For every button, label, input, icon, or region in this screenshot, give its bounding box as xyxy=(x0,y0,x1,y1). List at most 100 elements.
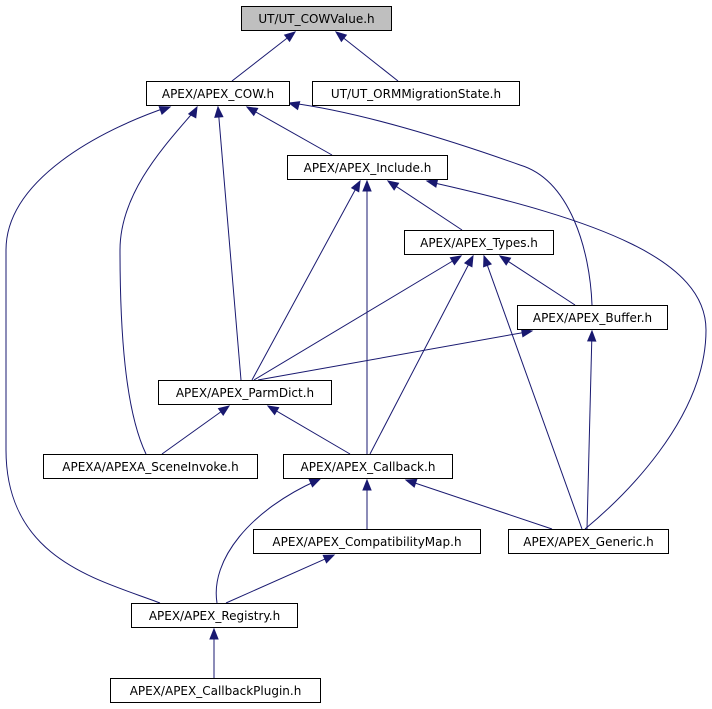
edge-generic-to-types xyxy=(483,254,583,530)
node-box xyxy=(43,454,258,479)
edge-line xyxy=(225,558,326,604)
edge-include-to-cow xyxy=(245,106,333,156)
edge-line xyxy=(414,482,553,530)
edge-callback-to-include xyxy=(362,179,372,454)
arrowhead xyxy=(308,478,322,488)
arrowhead xyxy=(266,405,280,416)
arrowhead xyxy=(483,254,493,268)
node-box xyxy=(158,380,332,405)
arrowhead xyxy=(520,328,534,338)
node-label: APEX/APEX_Types.h xyxy=(420,236,538,250)
node-box xyxy=(110,678,321,703)
edge-registry-to-cow xyxy=(5,106,172,604)
arrowhead xyxy=(217,405,231,416)
edge-parmdict-to-cow xyxy=(214,105,242,381)
node-label: APEX/APEX_Registry.h xyxy=(149,609,280,623)
edges-layer xyxy=(5,31,707,678)
node-label: UT/UT_ORMMigrationState.h xyxy=(331,87,501,101)
edge-orm-to-cowvalue xyxy=(334,31,399,82)
edge-line xyxy=(251,188,357,381)
node-types[interactable]: APEX/APEX_Types.h xyxy=(404,230,554,255)
edge-line xyxy=(218,115,242,381)
arrowhead xyxy=(158,106,172,116)
node-label: APEX/APEX_Buffer.h xyxy=(533,311,652,325)
edge-line xyxy=(253,260,454,381)
edge-line xyxy=(586,339,593,530)
arrowhead xyxy=(498,255,512,266)
node-label: APEX/APEX_CallbackPlugin.h xyxy=(130,684,302,698)
edge-buffer-to-cow xyxy=(287,101,593,306)
arrowhead xyxy=(362,179,372,192)
edge-line xyxy=(369,263,470,455)
arrowhead xyxy=(586,329,597,342)
edge-buffer-to-types xyxy=(498,255,576,306)
edge-generic-to-include xyxy=(425,178,707,530)
node-box xyxy=(517,305,668,330)
arrowhead xyxy=(209,627,219,640)
node-parmdict[interactable]: APEX/APEX_ParmDict.h xyxy=(158,380,332,405)
node-box xyxy=(283,454,453,479)
edge-parmdict-to-types xyxy=(253,255,463,381)
arrowhead xyxy=(187,105,198,119)
node-box xyxy=(131,603,298,628)
arrowhead xyxy=(287,101,301,111)
edge-sceneinvoke-to-cow xyxy=(119,105,198,455)
node-include[interactable]: APEX/APEX_Include.h xyxy=(287,155,448,180)
node-label: APEX/APEX_Include.h xyxy=(304,161,432,175)
edge-line xyxy=(342,37,399,82)
edge-line xyxy=(257,332,524,381)
edge-cow-to-cowvalue xyxy=(231,31,297,82)
node-orm[interactable]: UT/UT_ORMMigrationState.h xyxy=(312,81,520,106)
arrowhead xyxy=(283,31,297,43)
node-callback[interactable]: APEX/APEX_Callback.h xyxy=(283,454,453,479)
edge-line xyxy=(395,185,463,231)
edge-line xyxy=(5,106,169,604)
node-generic[interactable]: APEX/APEX_Generic.h xyxy=(508,529,669,554)
node-box xyxy=(287,155,448,180)
edge-registry-to-callback xyxy=(215,478,322,604)
node-box xyxy=(312,81,520,106)
arrowhead xyxy=(449,255,463,266)
node-label: UT/UT_COWValue.h xyxy=(258,12,374,26)
node-label: APEX/APEX_ParmDict.h xyxy=(176,386,314,400)
edge-line xyxy=(290,102,593,306)
node-compat[interactable]: APEX/APEX_CompatibilityMap.h xyxy=(253,529,481,554)
node-box xyxy=(146,81,290,106)
node-registry[interactable]: APEX/APEX_Registry.h xyxy=(131,603,298,628)
node-label: APEX/APEX_Generic.h xyxy=(523,535,654,549)
edge-types-to-include xyxy=(386,180,463,231)
edge-line xyxy=(231,37,289,82)
arrowhead xyxy=(362,478,372,491)
arrowhead xyxy=(350,179,361,193)
node-box xyxy=(404,230,554,255)
edge-line xyxy=(275,410,351,455)
edge-callback-to-types xyxy=(369,254,474,455)
arrowhead xyxy=(214,105,224,118)
node-cow[interactable]: APEX/APEX_COW.h xyxy=(146,81,290,106)
node-box xyxy=(241,6,392,31)
node-label: APEXA/APEXA_SceneInvoke.h xyxy=(62,460,238,474)
edge-compat-to-callback xyxy=(362,478,372,529)
edge-line xyxy=(429,181,707,530)
arrowhead xyxy=(245,106,259,117)
node-label: APEX/APEX_COW.h xyxy=(162,87,274,101)
edge-parmdict-to-include xyxy=(251,179,361,381)
node-cbplugin[interactable]: APEX/APEX_CallbackPlugin.h xyxy=(110,678,321,703)
arrowhead xyxy=(334,31,348,43)
edge-line xyxy=(507,260,576,306)
edge-parmdict-to-buffer xyxy=(257,328,534,381)
node-cowvalue: UT/UT_COWValue.h xyxy=(241,6,392,31)
arrowhead xyxy=(322,554,336,564)
arrowhead xyxy=(425,178,439,188)
edge-line xyxy=(161,410,222,455)
node-box xyxy=(253,529,481,554)
node-buffer[interactable]: APEX/APEX_Buffer.h xyxy=(517,305,668,330)
arrowhead xyxy=(386,180,400,191)
edge-cbplugin-to-registry xyxy=(209,627,219,678)
node-label: APEX/APEX_CompatibilityMap.h xyxy=(272,535,461,549)
edge-generic-to-buffer xyxy=(586,329,597,530)
node-sceneinvoke[interactable]: APEXA/APEXA_SceneInvoke.h xyxy=(43,454,258,479)
edge-line xyxy=(254,110,333,156)
